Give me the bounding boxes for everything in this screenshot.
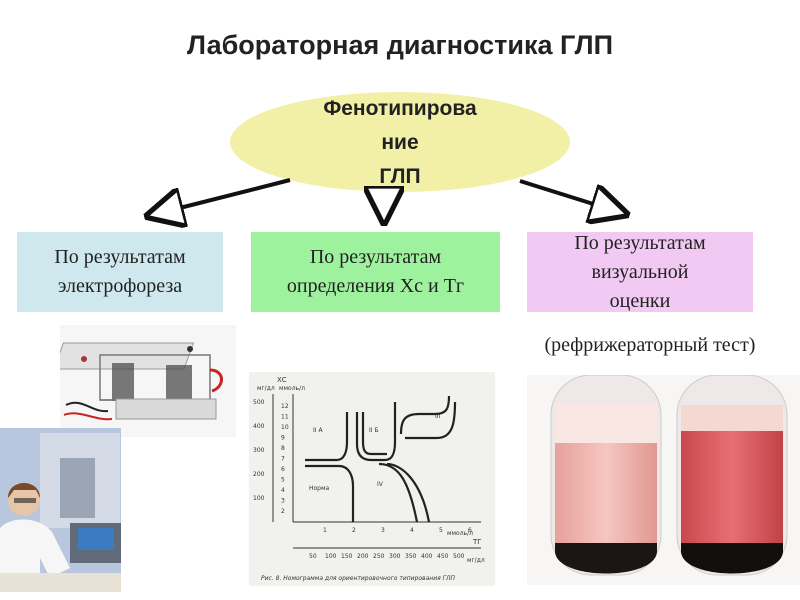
nomo-y-tick-mmol: 12 xyxy=(281,403,289,410)
box-visual-line-2: визуальной xyxy=(591,260,689,283)
box-electrophoresis-line-1: По результатам xyxy=(54,246,186,268)
nomo-x-tick-mg: 200 xyxy=(357,553,369,560)
nomo-x-tick-mg: 150 xyxy=(341,553,353,560)
center-label-line-1: Фенотипирова xyxy=(323,97,477,120)
center-label-line-3: ГЛП xyxy=(379,165,421,188)
center-label: Фенотипирова ние ГЛП xyxy=(300,92,500,194)
arrow-right xyxy=(519,179,622,213)
nomo-x-tick-mmol: 3 xyxy=(381,527,385,534)
nomo-y-tick-mg: 400 xyxy=(253,423,265,430)
nomo-x-tick-mg: 400 xyxy=(421,553,433,560)
nomo-x-tick-mg: 250 xyxy=(373,553,385,560)
nomo-x-tick-mg: 450 xyxy=(437,553,449,560)
nomo-caption: Рис. 8. Номограмма для ориентировочного … xyxy=(261,575,455,582)
nomo-x-tick-mmol: 4 xyxy=(410,527,414,534)
center-label-line-2: ние xyxy=(381,131,419,154)
nomo-zone-iv: IV xyxy=(377,481,384,488)
box-visual-line-3: оценки xyxy=(609,289,671,312)
box-visual-line-1: По результатам xyxy=(574,231,706,254)
nomo-x-tick-mg: 300 xyxy=(389,553,401,560)
nomo-y-tick-mmol: 10 xyxy=(281,424,289,431)
nomo-x-label-mg: мг/дл xyxy=(467,557,485,564)
nomo-zone-norm: Норма xyxy=(309,485,330,492)
nomo-y-tick-mg: 500 xyxy=(253,399,265,406)
center-ellipse xyxy=(230,92,570,192)
test-tubes-image xyxy=(527,375,800,585)
nomo-x-tick-mg: 50 xyxy=(309,553,317,560)
nomo-y-tick-mmol: 5 xyxy=(281,477,285,484)
nomo-y-tick-mmol: 8 xyxy=(281,445,285,452)
electrophoresis-apparatus-image xyxy=(53,325,236,437)
nomo-y-tick-mmol: 3 xyxy=(281,498,285,505)
nomo-y-tick-mg: 200 xyxy=(253,471,265,478)
page-title: Лабораторная диагностика ГЛП xyxy=(186,30,614,60)
nomo-y-tick-mmol: 2 xyxy=(281,508,285,515)
nomo-x-tick-mmol: 1 xyxy=(323,527,327,534)
nomo-x-label-tg: ТГ xyxy=(472,538,482,546)
nomo-y-tick-mg: 100 xyxy=(253,495,265,502)
nomo-zone-iib: II Б xyxy=(369,427,379,434)
nomo-zone-iia: II A xyxy=(313,427,323,434)
box-visual: По результатам визуальной оценки xyxy=(527,232,753,312)
nomo-y-label-chol: ХС xyxy=(277,376,287,384)
nomo-x-tick-mg: 500 xyxy=(453,553,465,560)
nomo-zone-iii: III xyxy=(435,413,441,420)
box-electrophoresis: По результатам электрофореза xyxy=(17,232,223,312)
nomo-y-tick-mmol: 9 xyxy=(281,435,285,442)
box-chol-tg-line-1: По результатам xyxy=(309,246,442,268)
nomo-y-tick-mmol: 4 xyxy=(281,487,285,494)
nomo-y-tick-mmol: 11 xyxy=(281,414,289,421)
arrow-left xyxy=(152,178,291,215)
nomo-x-label-mmol: ммоль/л xyxy=(447,530,473,537)
box-chol-tg: По результатам определения Хс и Тг xyxy=(251,232,500,312)
nomo-y-label-mmol: ммоль/л xyxy=(279,385,305,392)
refrigerator-test-note: (рефрижераторный тест) xyxy=(544,334,756,356)
nomo-x-tick-mg: 100 xyxy=(325,553,337,560)
nomo-y-label-mg: мг/дл xyxy=(257,385,275,392)
box-chol-tg-line-2: определения Хс и Тг xyxy=(286,275,465,297)
box-electrophoresis-line-2: электрофореза xyxy=(57,275,183,297)
lab-worker-image xyxy=(0,428,121,592)
nomo-x-tick-mmol: 5 xyxy=(439,527,443,534)
nomo-y-tick-mmol: 6 xyxy=(281,466,285,473)
nomo-y-tick-mmol: 7 xyxy=(281,456,285,463)
nomo-x-tick-mg: 350 xyxy=(405,553,417,560)
nomo-x-tick-mmol: 2 xyxy=(352,527,356,534)
nomo-y-tick-mg: 300 xyxy=(253,447,265,454)
nomo-x-tick-mmol: 6 xyxy=(468,527,472,534)
